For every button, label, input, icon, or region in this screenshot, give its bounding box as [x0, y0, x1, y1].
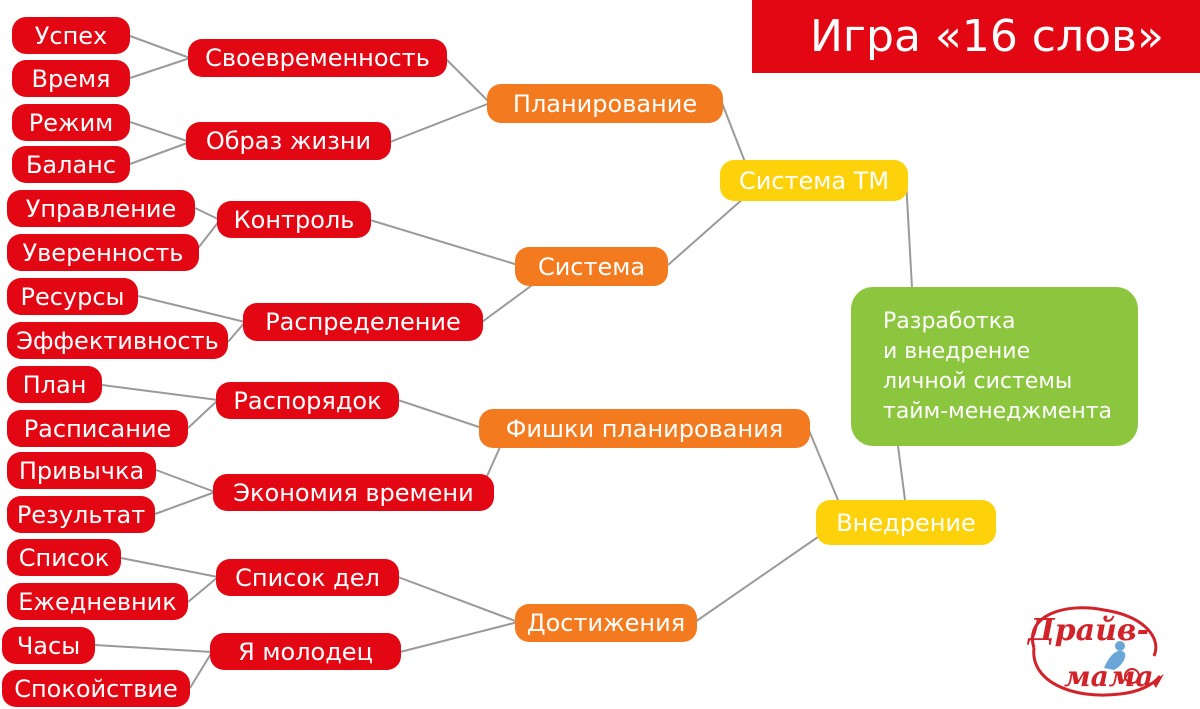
node-level3: Распорядок [216, 382, 399, 419]
node-level3: Своевременность [188, 39, 447, 77]
connector-line [399, 621, 519, 653]
connector-line [94, 644, 213, 653]
connector-line [905, 179, 913, 289]
page-title: Игра «16 слов» [810, 11, 1164, 62]
center-node-text: Разработка и внедрение личной системы та… [883, 307, 1112, 427]
node-level4: Успех [12, 17, 130, 54]
center-line: Разработка [883, 308, 1016, 334]
connector-line [369, 219, 519, 266]
title-banner: Игра «16 слов» [752, 0, 1200, 73]
node-level4: Эффективность [7, 322, 228, 359]
node-level2: Фишки планирования [479, 409, 810, 448]
connector-line [187, 576, 219, 603]
connector-line [137, 295, 246, 323]
center-line: тайм-менеджмента [883, 398, 1113, 424]
node-level2: Достижения [515, 604, 697, 642]
connector-line [897, 445, 906, 501]
connector-line [155, 469, 216, 493]
node-level4: Результат [7, 496, 155, 533]
connector-line [667, 196, 746, 266]
node-level3: Я молодец [210, 633, 401, 670]
node-level3: Контроль [217, 201, 371, 238]
connector-line [227, 321, 246, 343]
node-level1: Внедрение [816, 500, 996, 545]
node-level4: Ежедневник [7, 583, 188, 620]
connector-line [154, 491, 216, 515]
connector-line [129, 57, 191, 79]
node-level4: Режим [12, 104, 130, 141]
connector-line [721, 102, 746, 163]
drive-mama-logo: Драйв- мама [1026, 606, 1164, 697]
center-line: и внедрение [883, 338, 1031, 364]
node-level1: Система ТМ [720, 160, 908, 201]
connector-line [129, 141, 191, 165]
node-level2: Планирование [487, 84, 723, 123]
node-level4: Управление [7, 190, 195, 227]
center-line: личной системы [883, 368, 1073, 394]
node-level3: Образ жизни [186, 122, 391, 160]
connector-line [397, 399, 483, 429]
node-level4: Уверенность [7, 234, 199, 271]
connector-line [129, 35, 191, 59]
node-level4: Ресурсы [7, 278, 138, 315]
node-level4: Время [12, 60, 130, 97]
node-level4: Часы [2, 627, 95, 664]
node-level3: Список дел [216, 559, 399, 596]
node-level3: Распределение [243, 303, 483, 341]
node-level4: Расписание [7, 410, 188, 447]
logo-text-line1: Драйв- [1026, 613, 1149, 648]
connector-line [397, 576, 519, 623]
connector-line [807, 427, 839, 501]
connector-line [444, 57, 491, 104]
connector-line [389, 102, 491, 143]
connector-line [101, 384, 219, 401]
node-level4: Баланс [12, 146, 130, 183]
connector-line [189, 651, 213, 689]
connector-line [129, 121, 191, 143]
node-level4: План [7, 366, 102, 403]
connector-line [694, 529, 829, 623]
node-level3: Экономия времени [213, 474, 494, 511]
connector-line [194, 207, 221, 221]
node-level4: Список [7, 539, 121, 576]
connector-line [194, 219, 221, 253]
node-level4: Привычка [7, 452, 156, 489]
connector-line [187, 399, 219, 429]
node-level4: Спокойствие [2, 670, 190, 707]
node-level2: Система [515, 247, 668, 286]
connector-line [120, 557, 219, 578]
center-node: Разработка и внедрение личной системы та… [851, 287, 1138, 446]
connector-line [481, 282, 536, 323]
